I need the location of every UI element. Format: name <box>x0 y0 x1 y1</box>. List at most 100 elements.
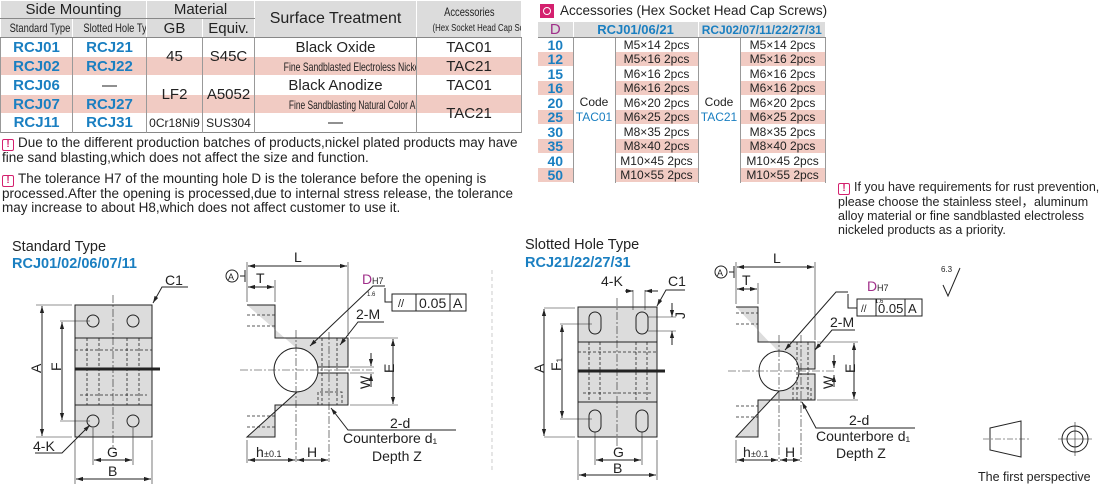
tolerance-value: 0.05 <box>419 295 446 311</box>
diameter: 30 <box>538 124 574 139</box>
slotted-side-view <box>714 262 961 463</box>
dim-t: T <box>256 270 265 286</box>
circle-bullet-icon <box>540 3 554 18</box>
dim-l: L <box>294 249 302 265</box>
dim-l: L <box>773 250 781 266</box>
header-material: Material <box>145 0 256 19</box>
standard-model: RCJ02 <box>0 56 73 76</box>
spec-table: Side Mounting Material Surface Treatment… <box>0 0 523 133</box>
drawing-labels: C1 A F G B 4-K L T A D H7 1.6 // 0.05 A … <box>28 249 953 479</box>
screw-spec: M8×35 2pcs <box>739 124 826 139</box>
screw-spec: M6×16 2pcs <box>739 81 826 96</box>
table-row: RCJ02 RCJ22 Fine Sandblasted Electroless… <box>0 56 523 76</box>
material-equiv: S45C <box>201 37 256 76</box>
header-accessories-sub: (Hex Socket Head Cap Screws) <box>432 23 521 34</box>
counterbore-label: Counterbore d₁ <box>343 430 438 446</box>
dim-a: A <box>531 363 547 373</box>
tolerance-value: 0.05 <box>878 301 903 316</box>
header-slotted-hole-type: Slotted Hole Type <box>72 18 147 38</box>
header-equiv: Equiv. <box>201 18 256 38</box>
accessories-title: Accessories (Hex Socket Head Cap Screws) <box>540 3 827 18</box>
header-group-b: RCJ02/07/11/22/27/31 <box>697 22 826 38</box>
table-row: RCJ11 RCJ31 0Cr18Ni9 SUS304 — <box>0 113 522 133</box>
dim-f1: F₁ <box>548 357 564 371</box>
screw-spec: M10×45 2pcs <box>739 153 826 168</box>
datum-label: A <box>228 272 234 282</box>
code-value: TAC01 <box>575 110 613 125</box>
dim-d: D <box>362 271 372 287</box>
diameter: 40 <box>538 153 574 168</box>
slotted-model: RCJ22 <box>72 56 147 76</box>
table-row: RCJ06 — LF2 A5052 Black Anodize TAC01 <box>0 75 523 114</box>
material-equiv: SUS304 <box>201 113 256 133</box>
header-group-a: RCJ01/06/21 <box>572 22 698 38</box>
tolerance-datum: A <box>453 295 463 311</box>
surface-treatment: Fine Sandblasting Natural Color Anodizin… <box>254 94 418 114</box>
parallel-symbol: // <box>861 304 867 315</box>
dim-w: W <box>820 375 836 389</box>
slotted-hole-icon <box>588 311 649 433</box>
header-gb: GB <box>146 18 203 38</box>
roughness-value: 1.6 <box>367 292 376 298</box>
header-accessories: Accessories(Hex Socket Head Cap Screws) <box>416 0 523 38</box>
material-gb: 45 <box>146 37 203 76</box>
diameter: 10 <box>538 37 574 52</box>
standard-model: RCJ01 <box>0 37 73 57</box>
dim-g: G <box>613 444 624 460</box>
note-rust: !If you have requirements for rust preve… <box>838 180 1110 237</box>
roughness-symbol-icon <box>942 267 961 298</box>
roughness-value-63: 6.3 <box>941 265 953 274</box>
roughness-value: 1.6 <box>875 299 884 305</box>
standard-model: RCJ06 <box>0 75 73 95</box>
header-d: D <box>538 22 573 38</box>
dim-h7: H7 <box>372 276 384 286</box>
dim-b: B <box>613 460 622 476</box>
projection-label: The first perspective <box>978 470 1091 484</box>
depth-label: Depth Z <box>836 445 886 461</box>
note-text: Due to the different production batches … <box>2 135 518 165</box>
diameter: 25 <box>538 110 574 125</box>
dim-f: F <box>48 362 64 371</box>
dim-h7: H7 <box>877 283 889 293</box>
slotted-model: RCJ21 <box>72 37 147 57</box>
datum-label: A <box>717 268 723 278</box>
accessory-code: TAC21 <box>416 94 523 133</box>
tolerance-datum: A <box>908 301 917 316</box>
note-tolerance: !The tolerance H7 of the mounting hole D… <box>2 172 532 215</box>
dim-h-small: h <box>256 444 264 460</box>
screw-spec: M10×45 2pcs <box>614 153 699 168</box>
dim-e: E <box>842 364 858 373</box>
dim-k: 4-K <box>33 438 55 454</box>
diameter: 20 <box>538 95 574 110</box>
screw-spec: M5×16 2pcs <box>739 52 826 67</box>
surface-treatment: Black Anodize <box>254 75 418 95</box>
parallel-symbol: // <box>398 298 405 310</box>
screw-spec: M8×40 2pcs <box>614 139 699 154</box>
slotted-front-view <box>541 288 685 480</box>
accessory-code: TAC01 <box>416 75 523 95</box>
depth-label: Depth Z <box>372 448 422 464</box>
accessory-code: TAC21 <box>416 56 523 76</box>
dim-m: 2-M <box>356 306 380 322</box>
dim-e: E <box>381 364 397 373</box>
dim-2d: 2-d <box>390 415 410 431</box>
standard-type-title: Standard Type <box>12 239 107 255</box>
surface-treatment: Black Oxide <box>254 37 418 57</box>
header-side-mounting: Side Mounting <box>0 0 147 19</box>
code-label: Code <box>579 95 609 110</box>
surface-treatment: — <box>254 113 418 133</box>
dim-c1: C1 <box>165 272 183 288</box>
screw-spec: M10×55 2pcs <box>614 168 699 183</box>
surface-treatment: Fine Sandblasted Electroless Nickeled <box>254 56 418 76</box>
dim-h-tol: ±0.1 <box>751 449 768 459</box>
standard-front-view <box>35 286 188 484</box>
screw-spec: M6×25 2pcs <box>614 110 699 125</box>
dim-2d: 2-d <box>849 412 869 428</box>
material-gb: 0Cr18Ni9 <box>146 113 203 133</box>
note-text: If you have requirements for rust preven… <box>838 180 1100 237</box>
screw-spec: M8×35 2pcs <box>614 124 699 139</box>
